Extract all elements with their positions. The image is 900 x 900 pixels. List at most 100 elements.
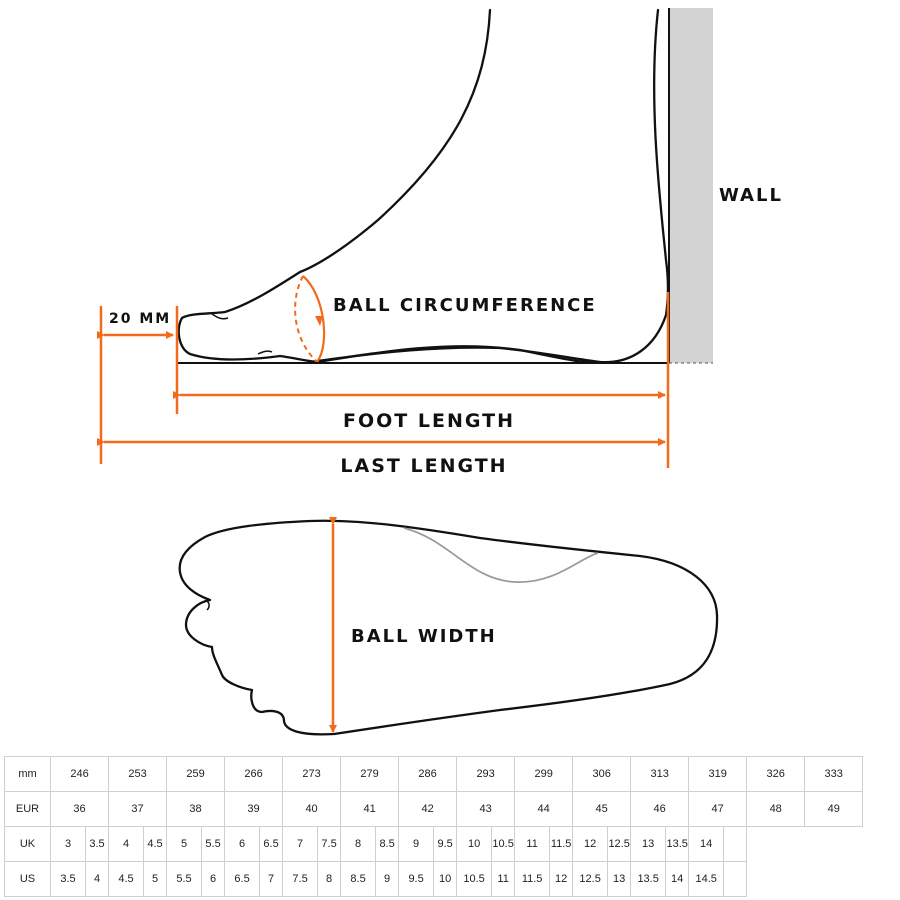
us-cell: 7.5	[282, 861, 319, 897]
uk-cell: 6	[224, 826, 261, 862]
uk-cell: 11.5	[549, 826, 574, 862]
uk-cell: 3	[50, 826, 86, 862]
eur-cell: 39	[224, 791, 284, 827]
us-row: US 3.5 4 4.5 5 5.5 6 6.5 7 7.5 8 8.5 9 9…	[4, 861, 893, 897]
us-cell: 12.5	[572, 861, 609, 897]
toe-line	[257, 350, 273, 355]
mm-cell: 266	[224, 756, 284, 792]
us-cell: 6	[201, 861, 226, 897]
uk-cell: 11	[514, 826, 551, 862]
mm-row: mm 246 253 259 266 273 279 286 293 299 3…	[4, 756, 893, 792]
uk-cell: 14	[688, 826, 725, 862]
us-cell: 4.5	[108, 861, 145, 897]
mm-cell: 273	[282, 756, 342, 792]
uk-cell	[723, 826, 748, 862]
wall-label: WALL	[719, 185, 783, 206]
mm-cell: 279	[340, 756, 400, 792]
uk-cell: 4	[108, 826, 145, 862]
mm-cell: 253	[108, 756, 168, 792]
us-cell: 5.5	[166, 861, 203, 897]
uk-cell: 5.5	[201, 826, 226, 862]
mm-cell: 259	[166, 756, 226, 792]
eur-cell: 44	[514, 791, 574, 827]
uk-cell: 5	[166, 826, 203, 862]
us-cell: 8	[317, 861, 342, 897]
uk-cell: 12.5	[607, 826, 632, 862]
mm-cell: 293	[456, 756, 516, 792]
ball-circumference-dashed	[294, 275, 318, 363]
us-cell: 10.5	[456, 861, 493, 897]
uk-cell: 9.5	[433, 826, 458, 862]
eur-cell: 49	[804, 791, 864, 827]
mm-cell: 306	[572, 756, 632, 792]
mm-cell: 313	[630, 756, 690, 792]
eur-cell: 47	[688, 791, 748, 827]
row-header: UK	[4, 826, 51, 862]
foot-measurement-diagram: 20 MM FOOT LENGTH LAST LENGTH BALL CIRCU…	[97, 8, 783, 736]
ball-circumference-label: BALL CIRCUMFERENCE	[333, 295, 597, 316]
uk-cell: 12	[572, 826, 609, 862]
us-cell: 7	[259, 861, 284, 897]
us-cell: 5	[143, 861, 168, 897]
us-cell: 14	[665, 861, 690, 897]
uk-cell: 6.5	[259, 826, 284, 862]
arch-curve	[403, 527, 599, 583]
twenty-mm-label: 20 MM	[109, 311, 171, 327]
us-cell: 3.5	[50, 861, 86, 897]
empty-cell	[863, 792, 893, 827]
row-header: mm	[4, 756, 51, 792]
uk-cell: 7.5	[317, 826, 342, 862]
uk-cell: 3.5	[84, 826, 110, 862]
us-cell: 11	[491, 861, 516, 897]
eur-cell: 46	[630, 791, 690, 827]
mm-cell: 319	[688, 756, 748, 792]
us-cell: 8.5	[340, 861, 377, 897]
mm-cell: 299	[514, 756, 574, 792]
size-conversion-table: mm 246 253 259 266 273 279 286 293 299 3…	[4, 756, 893, 897]
us-cell: 4	[84, 861, 110, 897]
uk-cell: 13.5	[665, 826, 690, 862]
mm-cell: 286	[398, 756, 458, 792]
row-header: EUR	[4, 791, 51, 827]
us-cell: 9.5	[398, 861, 435, 897]
us-cell: 14.5	[688, 861, 725, 897]
uk-cell: 4.5	[143, 826, 168, 862]
eur-cell: 36	[49, 791, 110, 827]
mm-cell: 333	[804, 756, 864, 792]
mm-cell: 246	[49, 756, 110, 792]
empty-cell	[863, 757, 893, 792]
us-cell: 11.5	[514, 861, 551, 897]
toe-line	[211, 313, 229, 320]
eur-cell: 45	[572, 791, 632, 827]
eur-cell: 38	[166, 791, 226, 827]
mm-cell: 326	[746, 756, 806, 792]
ball-circumference-arc	[302, 275, 326, 363]
eur-cell: 37	[108, 791, 168, 827]
uk-cell: 8	[340, 826, 377, 862]
ball-width-label: BALL WIDTH	[351, 626, 497, 647]
uk-cell: 8.5	[375, 826, 400, 862]
eur-cell: 42	[398, 791, 458, 827]
us-cell: 6.5	[224, 861, 261, 897]
row-header: US	[4, 861, 51, 897]
eur-cell: 41	[340, 791, 400, 827]
toe-line	[205, 599, 210, 611]
us-cell	[723, 861, 748, 897]
eur-cell: 40	[282, 791, 342, 827]
ball-circumference-arrowhead	[315, 316, 323, 326]
wall	[669, 8, 713, 363]
us-cell: 10	[433, 861, 458, 897]
us-cell: 12	[549, 861, 574, 897]
uk-cell: 10.5	[491, 826, 516, 862]
us-cell: 13.5	[630, 861, 667, 897]
eur-cell: 43	[456, 791, 516, 827]
uk-cell: 13	[630, 826, 667, 862]
uk-cell: 7	[282, 826, 319, 862]
top-foot-outline	[178, 519, 719, 736]
uk-row: UK 3 3.5 4 4.5 5 5.5 6 6.5 7 7.5 8 8.5 9…	[4, 826, 893, 862]
last-length-label: LAST LENGTH	[340, 455, 507, 477]
us-cell: 13	[607, 861, 632, 897]
uk-cell: 9	[398, 826, 435, 862]
uk-cell: 10	[456, 826, 493, 862]
eur-cell: 48	[746, 791, 806, 827]
